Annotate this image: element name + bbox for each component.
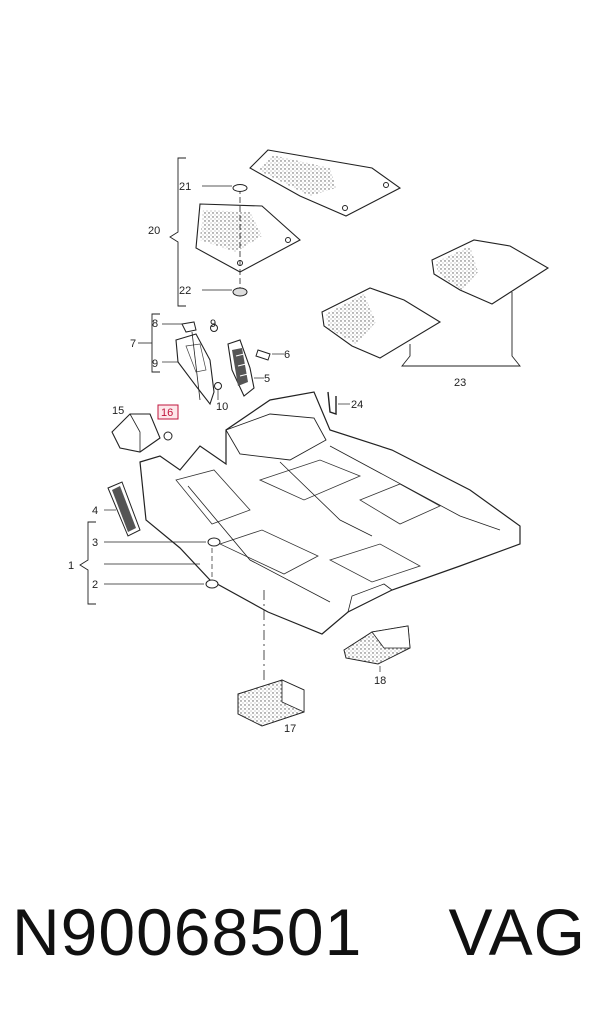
floor-carpet bbox=[139, 391, 521, 635]
side-trim-panel bbox=[175, 321, 215, 406]
callout-21: 21 bbox=[179, 181, 191, 193]
callout-7: 7 bbox=[130, 338, 136, 350]
fastener-2 bbox=[205, 579, 219, 589]
callout-9-left: 9 bbox=[152, 358, 158, 370]
callout-3: 3 bbox=[92, 537, 98, 549]
insulation-pad-17 bbox=[237, 679, 305, 727]
callout-24: 24 bbox=[351, 399, 363, 411]
callout-15: 15 bbox=[112, 405, 124, 417]
callout-4: 4 bbox=[92, 505, 98, 517]
callout-17: 17 bbox=[284, 723, 296, 735]
callout-18: 18 bbox=[374, 675, 386, 687]
floor-mat-rear-left bbox=[321, 287, 442, 359]
floor-mat-rear-right bbox=[431, 239, 550, 305]
screw-6 bbox=[255, 349, 271, 361]
callout-22: 22 bbox=[179, 285, 191, 297]
clip-9 bbox=[210, 324, 218, 332]
callout-20: 20 bbox=[148, 225, 160, 237]
fastener-3 bbox=[207, 537, 221, 547]
fastener-16 bbox=[163, 431, 173, 441]
part-number: N90068501 bbox=[12, 895, 363, 969]
callout-5: 5 bbox=[264, 373, 270, 385]
mat-fastener-upper bbox=[232, 184, 248, 192]
callout-1: 1 bbox=[68, 560, 74, 572]
insulation-pad-18 bbox=[343, 625, 411, 665]
callout-2: 2 bbox=[92, 579, 98, 591]
footrest-pad bbox=[227, 339, 255, 397]
callout-23: 23 bbox=[454, 377, 466, 389]
floor-mat-front-left bbox=[195, 203, 301, 273]
screw-10 bbox=[214, 382, 222, 390]
callout-8: 8 bbox=[152, 318, 158, 330]
callout-16: 16 bbox=[161, 407, 173, 419]
footrest-pad-4 bbox=[107, 481, 141, 537]
clip-24 bbox=[327, 391, 337, 415]
highlight-box-16 bbox=[157, 404, 179, 420]
callout-6: 6 bbox=[284, 349, 290, 361]
parts-diagram: 20 21 22 23 7 8 9 9 10 5 6 bbox=[68, 149, 550, 735]
callout-9-right: 9 bbox=[210, 318, 216, 330]
brand-label: VAG bbox=[448, 895, 586, 969]
mat-fastener-lower bbox=[232, 287, 248, 297]
floor-mat-front-right bbox=[249, 149, 402, 217]
bracket-15 bbox=[111, 413, 161, 453]
callout-10: 10 bbox=[216, 401, 228, 413]
